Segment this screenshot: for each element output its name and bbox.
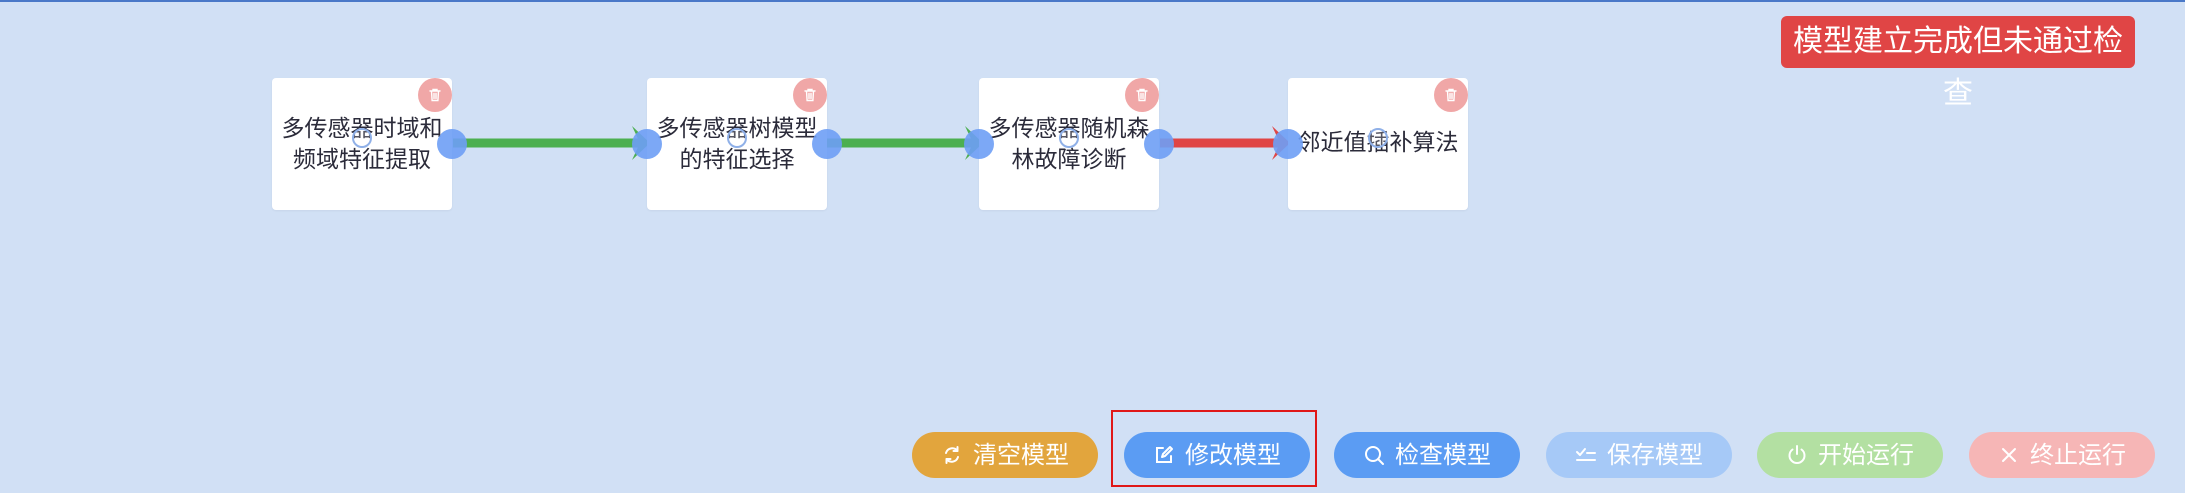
node-center-handle[interactable]	[352, 128, 372, 148]
model-node-1[interactable]: 多传感器时域和频域特征提取	[272, 78, 467, 210]
node-center-handle[interactable]	[727, 128, 747, 148]
output-anchor[interactable]	[812, 129, 842, 159]
trash-icon	[1136, 88, 1148, 102]
power-icon	[1788, 445, 1806, 464]
search-icon	[1365, 446, 1384, 465]
top-border	[0, 0, 2185, 2]
edit-icon	[1156, 446, 1173, 463]
input-anchor[interactable]	[964, 129, 994, 159]
input-anchor[interactable]	[632, 129, 662, 159]
status-badge: 模型建立完成但未通过检查	[1781, 16, 2135, 111]
start-run-button[interactable]: 开始运行	[1757, 432, 1943, 478]
check-model-label: 检查模型	[1395, 441, 1491, 469]
start-run-label: 开始运行	[1818, 441, 1914, 469]
stop-run-button[interactable]: 终止运行	[1969, 432, 2155, 478]
save-model-label: 保存模型	[1607, 441, 1703, 469]
edit-model-label: 修改模型	[1185, 441, 1281, 469]
model-node-2[interactable]: 多传感器树模型的特征选择	[632, 78, 842, 210]
trash-icon	[1445, 88, 1457, 102]
trash-icon	[804, 88, 816, 102]
check-list-icon	[1576, 448, 1596, 461]
input-anchor[interactable]	[1273, 129, 1303, 159]
delete-node-button[interactable]	[793, 78, 827, 112]
model-node-3[interactable]: 多传感器随机森林故障诊断	[964, 78, 1174, 210]
output-anchor[interactable]	[1144, 129, 1174, 159]
node-label: 多传感器时域和频域特征提取	[281, 116, 443, 173]
highlight-box	[1111, 410, 1317, 487]
save-model-button[interactable]: 保存模型	[1546, 432, 1732, 478]
delete-node-button[interactable]	[418, 78, 452, 112]
node-center-handle[interactable]	[1059, 128, 1079, 148]
edit-model-button[interactable]: 修改模型	[1124, 432, 1310, 478]
output-anchor[interactable]	[437, 129, 467, 159]
check-model-button[interactable]: 检查模型	[1334, 432, 1520, 478]
clear-model-button[interactable]: 清空模型	[912, 432, 1098, 478]
node-center-handle[interactable]	[1368, 128, 1388, 148]
delete-node-button[interactable]	[1125, 78, 1159, 112]
clear-model-label: 清空模型	[973, 441, 1069, 469]
refresh-icon	[945, 446, 959, 464]
close-icon	[2002, 448, 2016, 462]
model-node-4[interactable]: 邻近值插补算法	[1273, 78, 1468, 210]
trash-icon	[429, 88, 441, 102]
stop-run-label: 终止运行	[2030, 441, 2126, 469]
delete-node-button[interactable]	[1434, 78, 1468, 112]
